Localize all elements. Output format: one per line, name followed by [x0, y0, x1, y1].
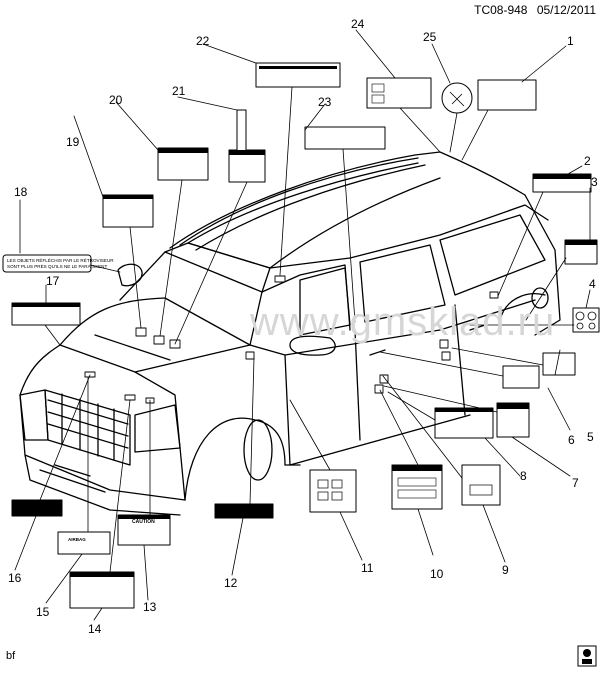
label-4	[572, 307, 600, 333]
callout-16: 16	[8, 571, 22, 585]
callout-24: 24	[351, 17, 365, 31]
callout-22: 22	[196, 34, 210, 48]
label-1	[477, 79, 537, 111]
publisher-logo-icon	[577, 645, 597, 667]
author-initials: bf	[6, 650, 16, 662]
label-19	[102, 194, 154, 228]
callout-15: 15	[36, 605, 50, 619]
leader-lines	[14, 29, 591, 621]
label-6	[502, 365, 540, 389]
callout-21: 21	[172, 84, 186, 98]
label-9	[461, 464, 501, 506]
callout-18: 18	[14, 185, 28, 199]
diagram-date: 05/12/2011	[536, 3, 596, 17]
callout-25: 25	[423, 30, 437, 44]
diagram-code: TC08-948	[474, 3, 528, 17]
callout-13: 13	[143, 600, 157, 614]
label-14	[69, 571, 135, 609]
label-18-line2: SONT PLUS PRÈS QU'ILS NE LE PARAISSENT	[7, 263, 107, 269]
label-details: LES OBJETS RÉFLÉCHIS PAR LE RÉTROVISEUR …	[7, 66, 597, 577]
label-21	[228, 109, 266, 183]
callout-3: 3	[591, 175, 598, 189]
label-10	[391, 464, 443, 510]
label-18	[2, 254, 92, 273]
label-15-airbag: AIRBAG	[68, 537, 86, 542]
callout-8: 8	[520, 469, 527, 483]
label-8	[434, 407, 494, 439]
callout-20: 20	[109, 93, 123, 107]
callout-1: 1	[567, 34, 574, 48]
callout-23: 23	[318, 95, 332, 109]
callout-4: 4	[589, 277, 596, 291]
vehicle-outline	[19, 151, 561, 516]
callout-19: 19	[66, 135, 80, 149]
label-24	[366, 77, 432, 109]
callout-7: 7	[572, 476, 579, 490]
callout-12: 12	[224, 576, 238, 590]
callout-5: 5	[587, 430, 594, 444]
label-23	[304, 126, 386, 150]
label-25	[441, 82, 473, 114]
diagram-header: TC08-948 05/12/2011	[468, 3, 596, 17]
callout-11: 11	[361, 561, 374, 575]
callout-17: 17	[46, 274, 60, 288]
callout-numbers: 1 2 3 4 5 6 7 8 9 10 11 12 13 14 15 16 1…	[8, 17, 598, 636]
label-15	[57, 531, 111, 555]
watermark: www.gmsklad.ru	[250, 300, 556, 344]
label-13-caution: CAUTION	[132, 519, 155, 525]
label-18-line1: LES OBJETS RÉFLÉCHIS PAR LE RÉTROVISEUR	[7, 257, 114, 263]
callout-2: 2	[584, 154, 591, 168]
callout-10: 10	[430, 567, 444, 581]
label-11	[309, 469, 357, 513]
callout-6: 6	[568, 433, 575, 447]
callout-14: 14	[88, 622, 102, 636]
label-22	[255, 62, 341, 88]
callout-9: 9	[502, 563, 509, 577]
